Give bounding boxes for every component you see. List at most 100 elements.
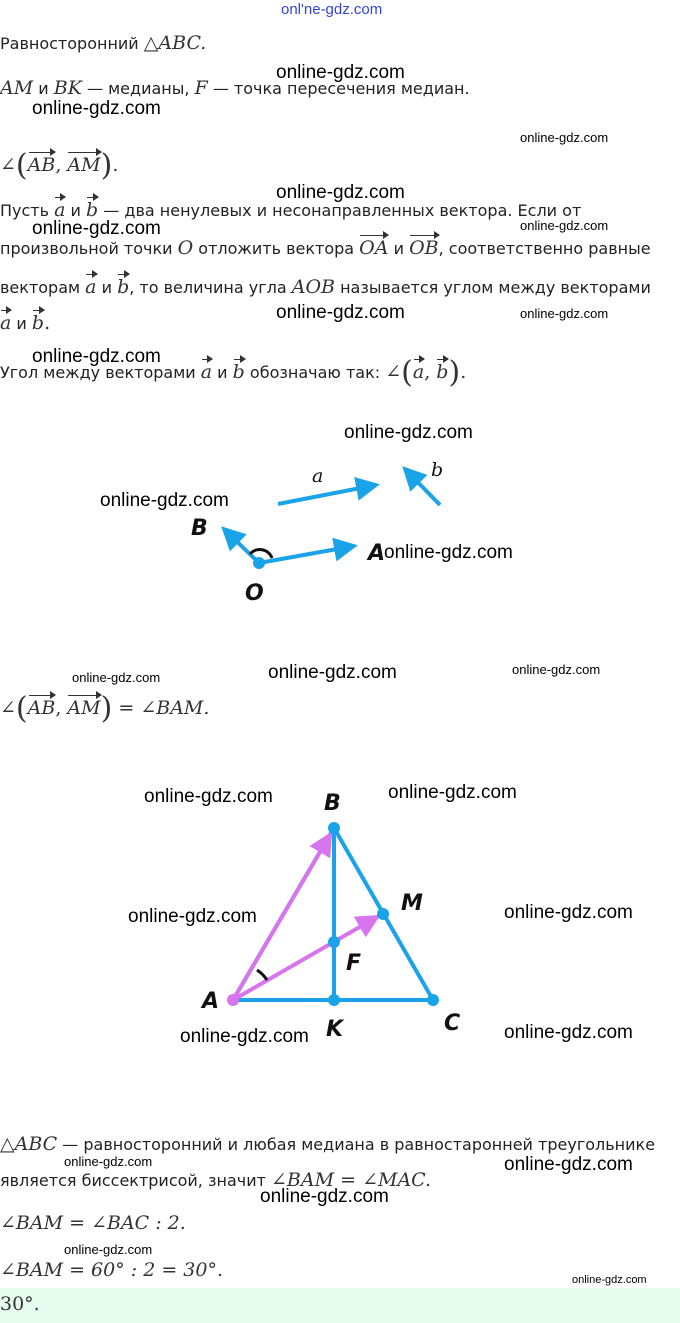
text: называется углом между векторами	[334, 278, 651, 297]
text: Пусть	[0, 201, 55, 220]
label-K: K	[326, 1017, 345, 1042]
vector-ab: AB	[27, 691, 57, 719]
watermark: online-gdz.com	[268, 662, 397, 683]
point-b	[328, 822, 340, 834]
text: , соответственно равные	[438, 239, 651, 258]
text: и	[388, 239, 410, 258]
math: △ABC	[0, 1133, 58, 1155]
text: , то величина угла	[129, 278, 292, 297]
text: и	[65, 201, 87, 220]
watermark: online-gdz.com	[276, 302, 405, 323]
solution-line-3: ∠BAM = ∠BAC : 2.	[0, 1213, 186, 1234]
triangle-diagram: B M F A K C	[200, 791, 460, 1042]
math: △ABC.	[143, 32, 207, 54]
period: .	[112, 154, 119, 176]
label-A: A	[200, 989, 219, 1014]
find-angle: ∠(AB, AM).	[0, 148, 119, 183]
watermark: online-gdz.com	[276, 182, 405, 203]
angle-arc	[248, 548, 274, 559]
math: O	[177, 237, 194, 259]
text: — два ненулевых и несонаправленных векто…	[98, 201, 582, 220]
math: ∠BAM = ∠BAC : 2.	[0, 1212, 186, 1234]
label-F: F	[346, 951, 361, 976]
watermark: online-gdz.com	[64, 1154, 153, 1169]
point-o	[253, 557, 265, 569]
watermark: online-gdz.com	[520, 218, 609, 233]
point-m	[377, 908, 389, 920]
text: является биссектрисой, значит	[0, 1171, 272, 1190]
vector-a: a	[412, 355, 426, 383]
vector-b: b	[117, 270, 131, 298]
solution-line-1: △ABC — равносторонний и любая медиана в …	[0, 1134, 655, 1155]
vector-b: b	[436, 355, 450, 383]
vector-ob-arrow	[221, 526, 261, 565]
text: Равносторонний	[0, 34, 144, 53]
vector-a: a	[54, 193, 67, 221]
text: — точка пересечения медиан.	[207, 79, 470, 98]
watermark: online-gdz.com	[32, 346, 161, 367]
vector-b-arrow	[402, 466, 442, 507]
watermark: online-gdz.com	[504, 1022, 633, 1043]
math: AM	[0, 77, 34, 99]
text: и	[96, 278, 118, 297]
vector-a: a	[200, 355, 214, 383]
answer-value: 30°.	[0, 1293, 40, 1315]
label-b: b	[431, 459, 443, 481]
vector-ab-arrow	[231, 831, 333, 1002]
vector-a: a	[0, 306, 13, 334]
angle-symbol: ∠	[0, 154, 16, 176]
notation-line: Угол между векторами a и b обозначаю так…	[0, 355, 467, 390]
math: = ∠BAM.	[112, 697, 210, 719]
watermark: online-gdz.com	[32, 218, 161, 239]
label-B: B	[191, 516, 208, 541]
watermark: online-gdz.com	[504, 1154, 633, 1175]
point-a	[227, 994, 239, 1006]
period: .	[460, 361, 467, 383]
text: произвольной точки	[0, 239, 178, 258]
watermark: online-gdz.com	[384, 542, 513, 563]
text: и	[33, 79, 54, 98]
text: и	[212, 363, 233, 382]
point-c	[427, 994, 439, 1006]
text: обозначаю так:	[244, 363, 386, 382]
text: — медианы,	[81, 79, 195, 98]
vector-am: AM	[67, 148, 102, 176]
definition-line-1: Пусть a и b — два ненулевых и несонаправ…	[0, 193, 582, 221]
watermark: online-gdz.com	[512, 662, 601, 677]
vector-oa-arrow	[258, 537, 358, 565]
watermark: online-gdz.com	[144, 786, 273, 807]
answer-box: 30°.	[0, 1288, 680, 1323]
vector-am-arrow	[232, 915, 381, 1002]
math: AOB	[291, 276, 335, 298]
watermark: online-gdz.com	[64, 1242, 153, 1257]
watermark: online-gdz.com	[572, 1274, 647, 1286]
watermark: online-gdz.com	[72, 670, 161, 685]
watermark: online-gdz.com	[32, 98, 161, 119]
vector-b: b	[232, 355, 247, 383]
vector-ab: AB	[27, 148, 57, 176]
watermark: online-gdz.com	[276, 62, 405, 83]
text: — равносторонний и любая медиана в равно…	[57, 1135, 656, 1154]
point-f	[328, 936, 340, 948]
vector-ob: OB	[409, 231, 440, 259]
text: Угол между векторами	[0, 363, 201, 382]
comma: ,	[55, 154, 68, 176]
vector-oa: OA	[359, 231, 390, 259]
vector-b: b	[31, 306, 46, 334]
text: отложить вектора	[193, 239, 360, 258]
math: ∠BAM = 60° : 2 = 30°.	[0, 1259, 224, 1281]
definition-line-3: векторам a и b, то величина угла AOB наз…	[0, 270, 651, 298]
statement-line-2: AM и BK — медианы, F — точка пересечения…	[0, 78, 470, 99]
angle-symbol: ∠	[385, 361, 402, 383]
text: векторам	[0, 278, 86, 297]
vector-am: AM	[67, 691, 102, 719]
definition-line-2: произвольной точки O отложить вектора OA…	[0, 231, 651, 259]
statement-line-1: Равносторонний △ABC.	[0, 33, 206, 54]
watermark: online-gdz.com	[520, 130, 609, 145]
solution-line-4: ∠BAM = 60° : 2 = 30°.	[0, 1260, 223, 1281]
site-watermark: onl'ne-gdz.com	[281, 1, 383, 18]
label-B: B	[324, 791, 341, 816]
angle-equation: ∠(AB, AM) = ∠BAM.	[0, 691, 210, 726]
label-a: a	[312, 465, 323, 487]
